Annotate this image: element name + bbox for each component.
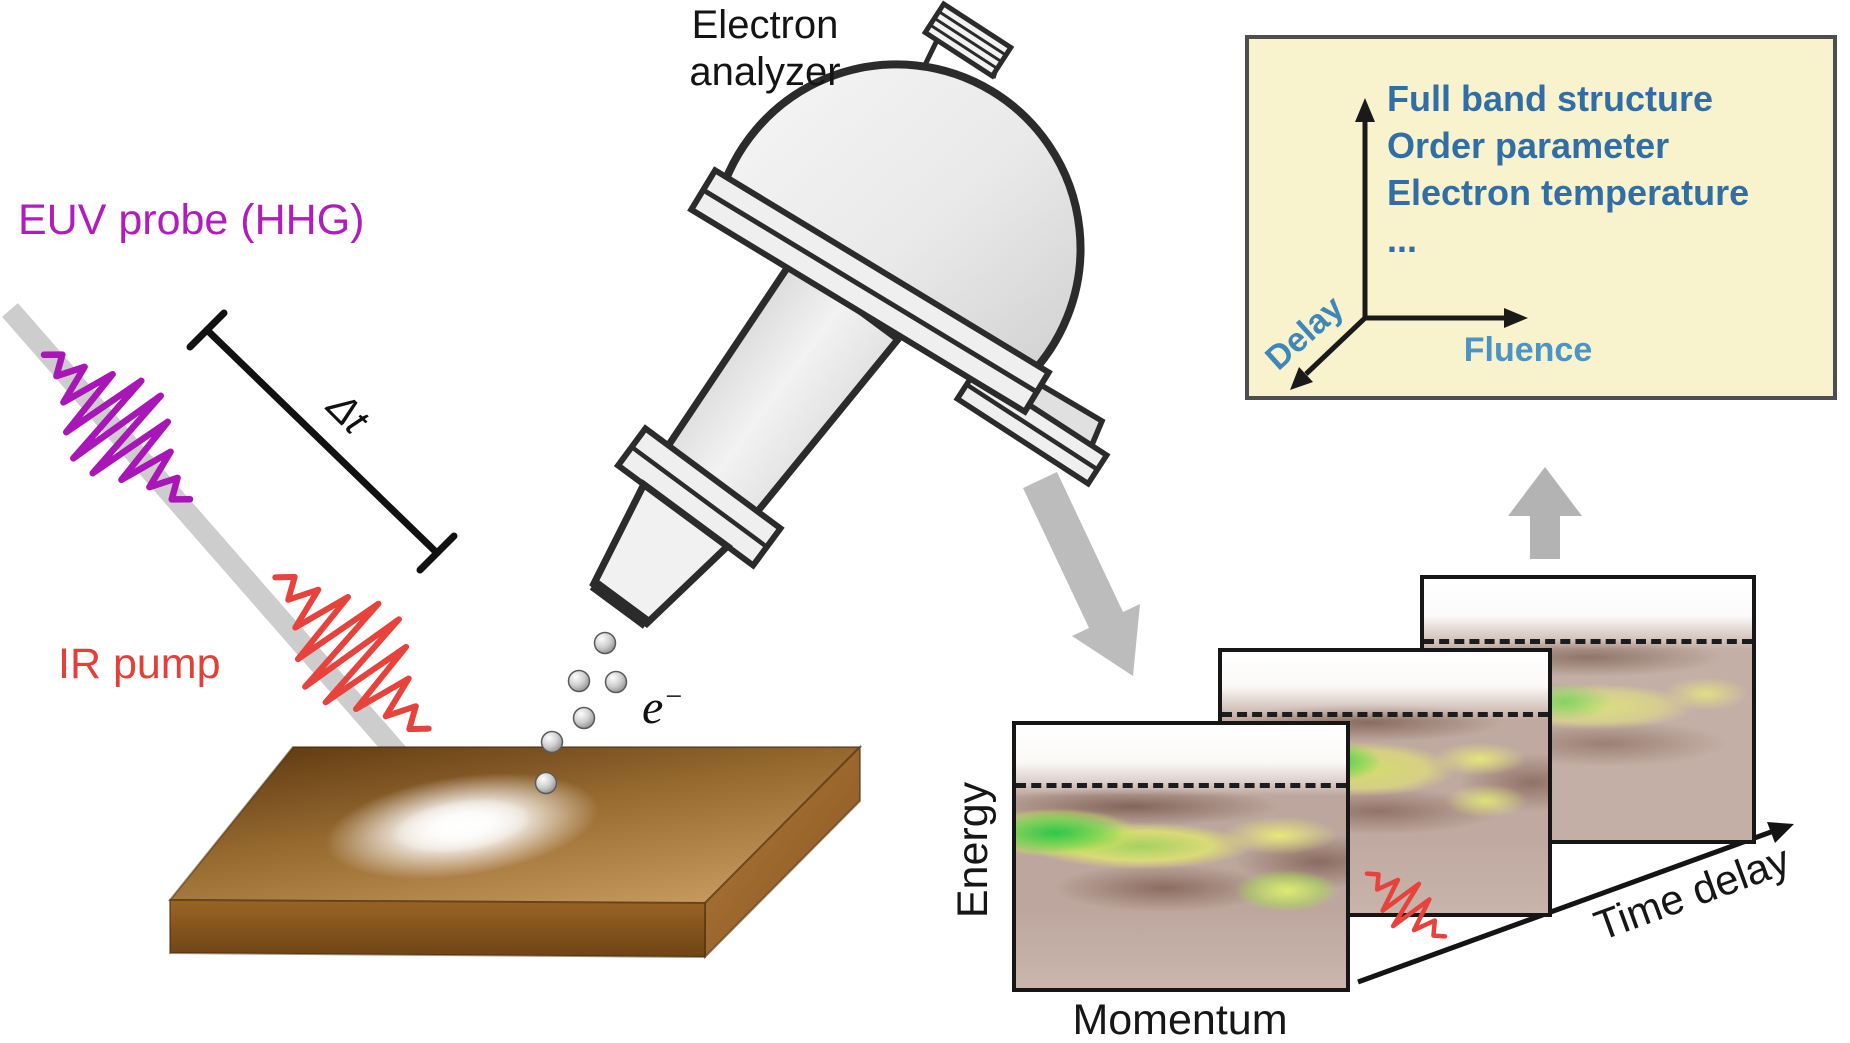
ir-pulse-packet	[272, 573, 432, 733]
electron-symbol-label: e−	[642, 680, 684, 734]
time-delay-axis	[1357, 822, 1794, 985]
arpes-panel-early-delay	[1012, 721, 1350, 992]
euv-probe-label: EUV probe (HHG)	[18, 196, 365, 244]
fermi-level-dashed-line	[1424, 639, 1752, 644]
laser-pulses	[40, 351, 1448, 939]
fermi-level-dashed-line	[1016, 783, 1346, 788]
electron-analyzer	[589, 0, 1111, 629]
momentum-axis-label: Momentum	[1072, 996, 1288, 1043]
observables-list: Full band structure Order parameter Elec…	[1387, 75, 1749, 263]
energy-axis-label: Energy	[949, 781, 997, 919]
electron-analyzer-label-line1: Electron	[691, 3, 839, 47]
analyzer-lens-tube	[589, 255, 904, 629]
arpes-panel-late-delay	[1420, 575, 1756, 844]
fermi-level-dashed-line	[1222, 712, 1548, 717]
electron-balls	[534, 631, 628, 795]
mini-ir-pulse-packet	[1364, 871, 1448, 939]
observable-item-ellipsis: ...	[1387, 219, 1418, 260]
analyzer-top-port	[921, 0, 1015, 80]
delay-bracket	[186, 309, 458, 574]
observable-item: Electron temperature	[1387, 172, 1750, 213]
laser-spot-glow	[325, 772, 599, 880]
observable-item: Full band structure	[1387, 78, 1714, 119]
observable-item: Order parameter	[1387, 125, 1670, 166]
spectra-to-observables-arrow	[1508, 467, 1582, 559]
ir-pump-label: IR pump	[58, 640, 221, 688]
observables-axes	[1290, 98, 1528, 390]
analyzer-flange	[687, 166, 1053, 416]
analyzer-to-spectra-arrow	[1023, 472, 1140, 676]
electron-analyzer-label: Electron analyzer	[640, 2, 890, 96]
analyzer-dome	[714, 60, 1085, 388]
electron-analyzer-label-line2: analyzer	[689, 50, 841, 94]
fluence-axis-label: Fluence	[1463, 331, 1593, 369]
euv-pulse-packet	[40, 351, 194, 503]
